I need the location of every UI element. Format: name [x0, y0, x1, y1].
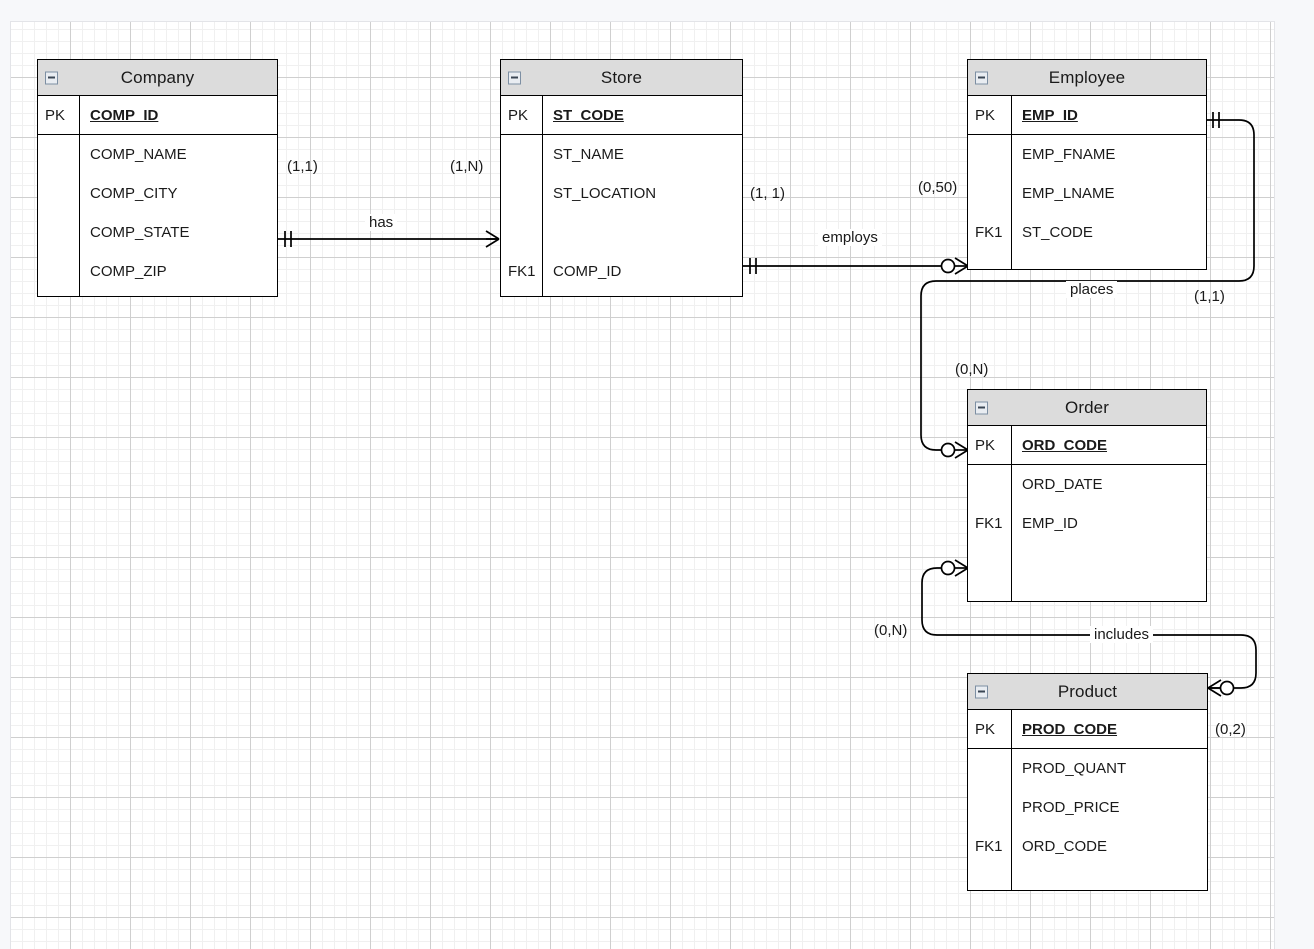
- attr-field-name: ST_NAME: [553, 146, 624, 163]
- attr-key-tag: [501, 174, 542, 213]
- attr-field-name: ORD_CODE: [1022, 838, 1108, 855]
- pk-field-name: PROD_CODE: [1022, 720, 1118, 738]
- minus-box-icon[interactable]: [975, 401, 988, 414]
- attr-field-name: EMP_ID: [1022, 515, 1078, 532]
- key-tag: PK: [45, 106, 66, 124]
- attr-field-name: [543, 213, 742, 252]
- attr-key-tag: [968, 174, 1011, 213]
- cardinality-label-includes-to: (0,2): [1215, 721, 1246, 738]
- attr-field-name: COMP_ZIP: [90, 263, 167, 280]
- cardinality-label-places-from: (1,1): [1194, 288, 1225, 305]
- pk-field-name: COMP_ID: [90, 106, 159, 124]
- minus-box-icon[interactable]: [975, 71, 988, 84]
- entity-company[interactable]: Company PK COMP_ID COMP_NAME COMP_CITY C…: [37, 59, 278, 297]
- cardinality-label-employs-to: (0,50): [918, 179, 958, 196]
- entity-title: Order: [1065, 397, 1109, 417]
- attr-field-name: COMP_CITY: [90, 185, 178, 202]
- entity-attribute-body: COMP_NAME COMP_CITY COMP_STATE COMP_ZIP: [38, 135, 277, 296]
- entity-header-employee[interactable]: Employee: [968, 60, 1206, 96]
- pk-field-name: ST_CODE: [553, 106, 624, 124]
- entity-title: Employee: [1048, 67, 1126, 87]
- cardinality-label-places-to: (0,N): [955, 361, 989, 378]
- entity-attribute-body: FK1 ORD_DATE EMP_ID: [968, 465, 1206, 601]
- entity-header-company[interactable]: Company: [38, 60, 277, 96]
- attr-field-name: PROD_QUANT: [1022, 760, 1127, 777]
- relationship-verb-places: places: [1066, 281, 1118, 298]
- attr-key-tag: [968, 543, 1011, 582]
- relationship-verb-employs: employs: [818, 229, 882, 246]
- attr-key-tag: [968, 749, 1011, 788]
- entity-attribute-body: FK1 ST_NAME ST_LOCATION COMP_ID: [501, 135, 742, 296]
- attr-field-name: ORD_DATE: [1022, 476, 1103, 493]
- relationship-verb-includes: includes: [1090, 626, 1154, 643]
- entity-key-row: PK ORD_CODE: [968, 426, 1206, 465]
- attr-key-tag: [38, 213, 79, 252]
- entity-attribute-body: FK1 PROD_QUANT PROD_PRICE ORD_CODE: [968, 749, 1207, 890]
- attr-field-name: COMP_NAME: [90, 146, 187, 163]
- cardinality-label-has-to: (1,N): [450, 158, 484, 175]
- cardinality-label-has-from: (1,1): [287, 158, 318, 175]
- entity-title: Store: [600, 67, 643, 87]
- attr-key-tag: [968, 465, 1011, 504]
- entity-order[interactable]: Order PK ORD_CODE FK1 ORD_DATE EMP_ID: [967, 389, 1207, 602]
- minus-box-icon[interactable]: [45, 71, 58, 84]
- attr-key-tag: FK1: [975, 515, 1003, 532]
- attr-key-tag: [38, 252, 79, 291]
- key-tag: PK: [975, 720, 996, 738]
- entity-key-row: PK PROD_CODE: [968, 710, 1207, 749]
- attr-field-name: [1012, 543, 1206, 582]
- pk-field-name: EMP_ID: [1022, 106, 1078, 124]
- pk-field-name: ORD_CODE: [1022, 436, 1108, 454]
- entity-employee[interactable]: Employee PK EMP_ID FK1 EMP_FNAME EMP_LNA…: [967, 59, 1207, 270]
- key-tag: PK: [975, 106, 996, 124]
- key-tag: PK: [975, 436, 996, 454]
- entity-attribute-body: FK1 EMP_FNAME EMP_LNAME ST_CODE: [968, 135, 1206, 269]
- attr-key-tag: [968, 135, 1011, 174]
- attr-key-tag: FK1: [975, 224, 1003, 241]
- entity-key-row: PK EMP_ID: [968, 96, 1206, 135]
- entity-title: Product: [1057, 681, 1118, 701]
- attr-field-name: EMP_LNAME: [1022, 185, 1115, 202]
- attr-key-tag: [38, 135, 79, 174]
- attr-field-name: ST_CODE: [1022, 224, 1093, 241]
- attr-key-tag: [968, 788, 1011, 827]
- entity-header-store[interactable]: Store: [501, 60, 742, 96]
- attr-field-name: COMP_STATE: [90, 224, 190, 241]
- entity-product[interactable]: Product PK PROD_CODE FK1 PROD_QUANT PROD…: [967, 673, 1208, 891]
- attr-key-tag: FK1: [508, 263, 536, 280]
- entity-header-product[interactable]: Product: [968, 674, 1207, 710]
- relationship-verb-has: has: [365, 214, 398, 231]
- entity-title: Company: [120, 67, 195, 87]
- minus-box-icon[interactable]: [975, 685, 988, 698]
- minus-box-icon[interactable]: [508, 71, 521, 84]
- attr-key-tag: FK1: [975, 838, 1003, 855]
- attr-key-tag: [501, 213, 542, 252]
- entity-store[interactable]: Store PK ST_CODE FK1 ST_NAME ST_LOCATION…: [500, 59, 743, 297]
- attr-field-name: PROD_PRICE: [1022, 799, 1120, 816]
- cardinality-label-includes-from: (0,N): [874, 622, 908, 639]
- attr-field-name: COMP_ID: [553, 263, 622, 280]
- key-tag: PK: [508, 106, 529, 124]
- entity-header-order[interactable]: Order: [968, 390, 1206, 426]
- cardinality-label-employs-from: (1, 1): [750, 185, 786, 202]
- attr-field-name: EMP_FNAME: [1022, 146, 1116, 163]
- attr-key-tag: [38, 174, 79, 213]
- attr-key-tag: [501, 135, 542, 174]
- entity-key-row: PK ST_CODE: [501, 96, 742, 135]
- entity-key-row: PK COMP_ID: [38, 96, 277, 135]
- attr-field-name: ST_LOCATION: [553, 185, 657, 202]
